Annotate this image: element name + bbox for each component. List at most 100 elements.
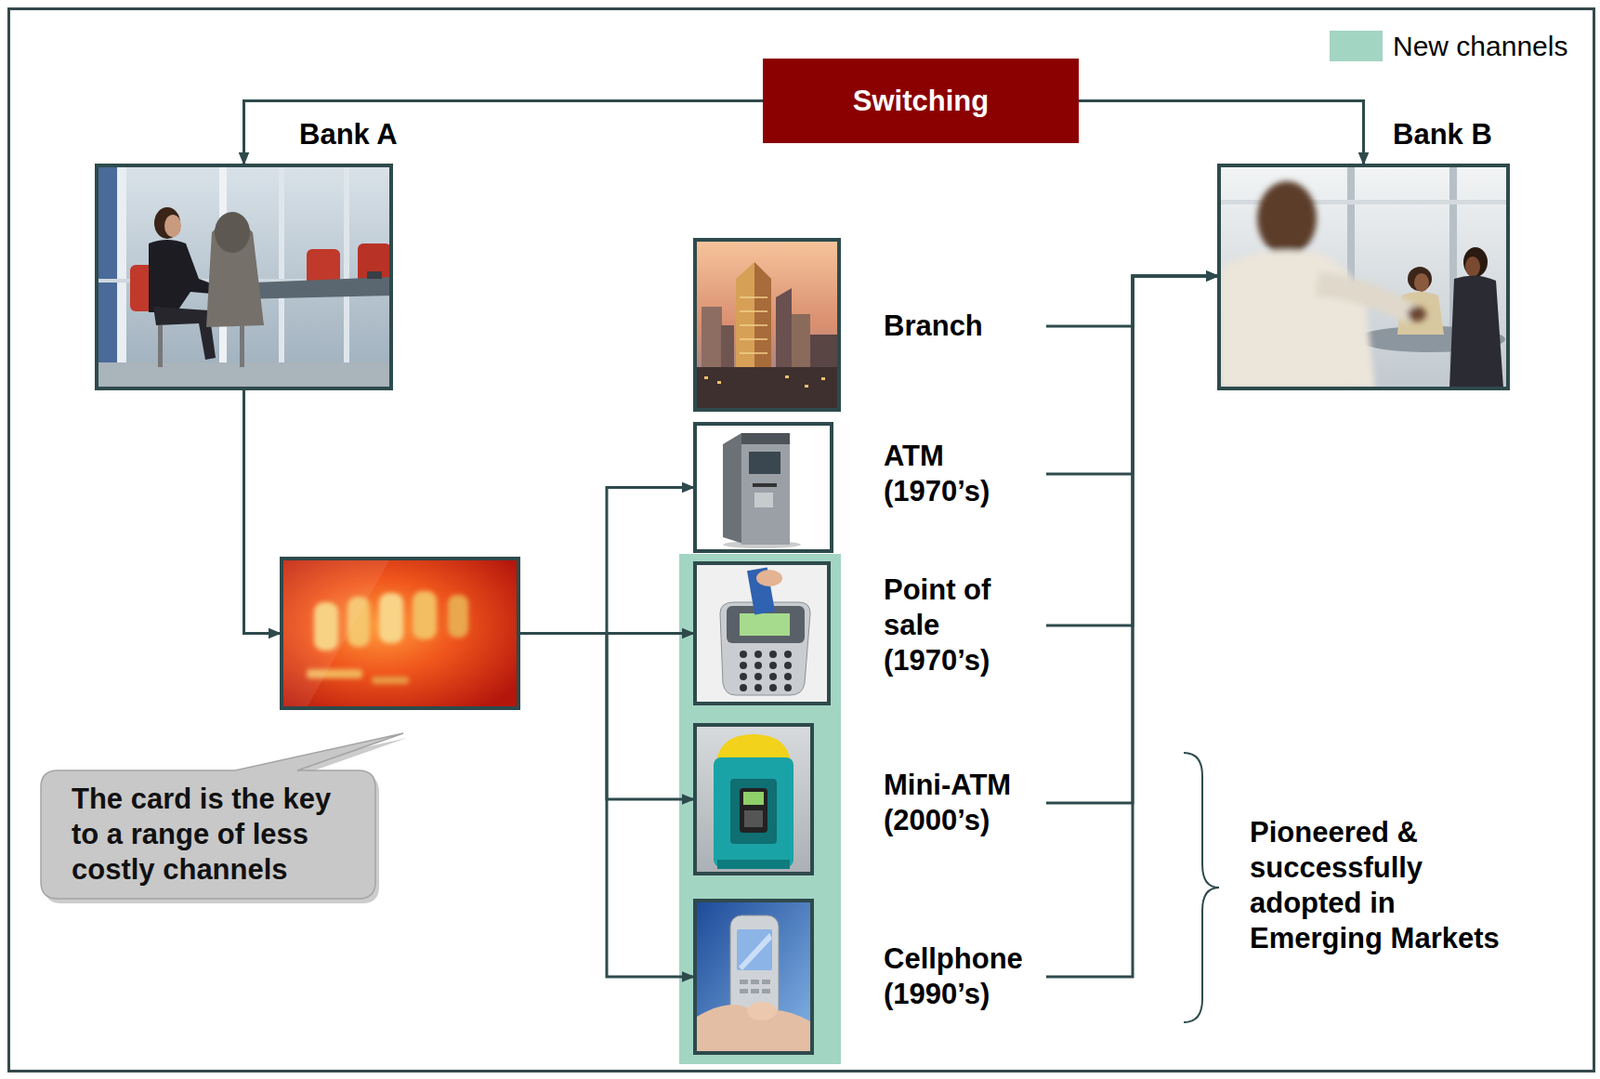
mini-atm-photo [713, 757, 794, 867]
meeting-photo [1219, 165, 1509, 389]
skyline-photo [804, 384, 809, 388]
mini-atm-photo [695, 724, 813, 874]
office-photo [164, 214, 182, 237]
channel-label: Mini-ATM (2000’s) [883, 767, 1033, 839]
mini-atm-photo [744, 810, 763, 827]
mini-atm-photo [730, 778, 777, 844]
box-title: Switching [852, 83, 989, 119]
pos-terminal-photo [784, 683, 792, 692]
bank-photo: Bank A [96, 165, 392, 389]
cellphone-photo [695, 900, 813, 1053]
office-photo [117, 165, 127, 389]
cellphone-photo [739, 988, 748, 994]
pos-terminal-photo [739, 661, 748, 669]
cellphone-photo [761, 988, 771, 994]
skyline-photo [695, 239, 840, 410]
channel-box: Point of sale (1970’s) [695, 563, 1047, 704]
pos-terminal-photo [769, 683, 777, 692]
office-photo [278, 165, 285, 389]
atm-photo [741, 432, 790, 545]
skyline-photo [717, 380, 722, 384]
skyline-photo [695, 239, 840, 410]
bank-heading: Bank A [299, 117, 398, 153]
card-photo-box [281, 558, 519, 709]
atm-photo [748, 451, 781, 474]
cellphone-photo [736, 929, 773, 971]
switch-box: Switching [762, 58, 1079, 144]
skyline-photo [785, 375, 789, 379]
pos-terminal-photo [769, 661, 777, 669]
office-photo [367, 271, 382, 279]
pos-terminal-photo [754, 650, 762, 658]
meeting-photo [1414, 273, 1430, 292]
atm-photo [722, 432, 744, 544]
atm-photo [741, 432, 790, 445]
card-photo [447, 594, 469, 638]
mini-atm-photo [717, 859, 790, 869]
card-photo [281, 558, 519, 709]
pos-terminal-photo [784, 650, 792, 658]
atm-photo [752, 483, 777, 487]
mini-atm-photo [695, 724, 813, 874]
pos-terminal-photo [739, 613, 790, 636]
skyline-photo [821, 377, 826, 381]
skyline-photo [704, 376, 709, 380]
channel-label: ATM (1970’s) [883, 438, 1033, 510]
meeting-photo [1257, 181, 1317, 256]
card-photo [281, 558, 519, 709]
channel-box: ATM (1970’s) [695, 423, 1047, 551]
card-photo [379, 592, 404, 643]
pos-terminal-photo [784, 672, 792, 681]
pos-terminal-photo [695, 563, 829, 704]
office-photo [214, 211, 250, 253]
mini-atm-photo [739, 787, 768, 833]
channel-box: Cellphone (1990’s) [695, 900, 1047, 1053]
cellphone-photo [750, 988, 760, 994]
connector-arrow [244, 101, 764, 167]
office-photo [96, 165, 392, 389]
pos-terminal-photo [754, 672, 762, 681]
cellphone-photo [750, 979, 760, 984]
pos-terminal-photo [784, 661, 792, 669]
cellphone-photo [738, 932, 773, 971]
mini-atm-photo [695, 724, 813, 874]
channel-label: Point of sale (1970’s) [883, 572, 1033, 679]
meeting-photo [1219, 165, 1509, 389]
channel-label: Branch [883, 308, 984, 344]
pos-terminal-photo [754, 661, 762, 669]
pos-terminal-photo [695, 563, 829, 704]
curly-bracket [1183, 752, 1220, 1023]
connector-arrow [518, 487, 696, 634]
cellphone-photo [761, 979, 771, 984]
pos-terminal-photo [695, 563, 829, 704]
bank-photo: Bank B [1219, 165, 1509, 389]
meeting-photo [1314, 271, 1417, 324]
office-photo [96, 165, 392, 389]
office-photo [96, 165, 118, 389]
card-photo [281, 558, 519, 709]
pos-terminal-photo [695, 563, 829, 704]
office-photo [153, 306, 216, 360]
card-photo [412, 590, 437, 640]
skyline-photo [695, 367, 840, 410]
callout-text: The card is the key to a range of less c… [71, 781, 341, 888]
office-photo [239, 325, 245, 368]
cellphone-photo [695, 900, 813, 1053]
channel-box: Branch [695, 239, 1047, 410]
callout-bubble: The card is the key to a range of less c… [40, 770, 376, 899]
pos-terminal-photo [769, 672, 777, 681]
office-photo [96, 165, 392, 389]
skyline-photo [695, 239, 840, 410]
channel-box: Mini-ATM (2000’s) [695, 724, 1047, 874]
connector-arrow [518, 633, 696, 978]
pos-terminal-photo [754, 683, 762, 692]
card-photo [281, 558, 519, 709]
pos-terminal-photo [756, 569, 783, 587]
meeting-photo [1449, 275, 1504, 389]
new-channel-band [679, 553, 841, 1064]
connector-arrow [1046, 275, 1220, 977]
cellphone-photo [747, 1001, 777, 1021]
atm-photo [695, 423, 832, 551]
